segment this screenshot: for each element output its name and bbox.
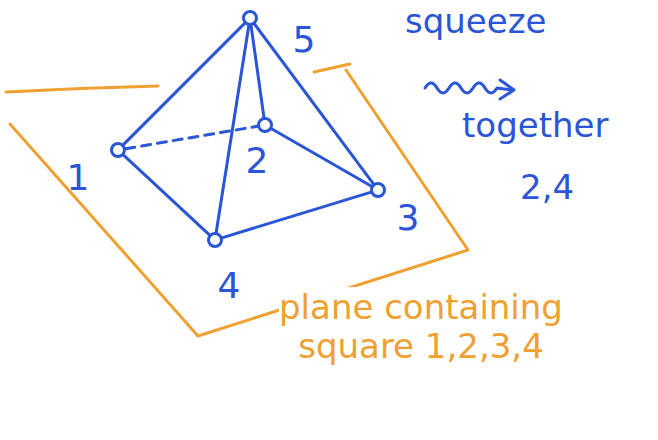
- vertex-circle: 4: [207, 232, 223, 248]
- vertex-number: 3: [397, 200, 420, 236]
- note-box: plane containing square 1,2,3,4: [236, 288, 606, 366]
- vertex-circle: 1: [110, 142, 126, 158]
- vertex-number: 5: [293, 22, 316, 58]
- vertex-number: 1: [67, 160, 90, 196]
- plane-edge: [6, 86, 158, 92]
- pyramid-edge: [126, 126, 257, 148]
- vertex-number: 4: [218, 268, 241, 304]
- pyramid-edge: [272, 129, 371, 186]
- note-box: 2,4: [520, 168, 574, 207]
- pyramid-edge: [216, 26, 249, 232]
- squiggle-arrow: [425, 83, 512, 93]
- pyramid-edge: [251, 26, 264, 117]
- vertex-circle: 3: [370, 182, 386, 198]
- vertex-number: 2: [246, 143, 269, 179]
- plane-edge: [314, 64, 350, 72]
- handwritten-note: squeeze: [405, 1, 546, 41]
- arrow-head: [500, 80, 514, 99]
- handwritten-note: 2,4: [520, 167, 574, 207]
- pyramid-edge: [124, 24, 245, 145]
- vertex-circle: 5: [242, 10, 258, 26]
- vertex-circle: 2: [257, 117, 273, 133]
- pyramid-edge: [223, 192, 371, 237]
- note-box: squeeze: [405, 2, 546, 41]
- handwritten-note: plane containing square 1,2,3,4: [279, 287, 563, 366]
- handwritten-note: together: [462, 105, 608, 145]
- pyramid-edge: [124, 155, 209, 234]
- note-box: together: [462, 106, 608, 145]
